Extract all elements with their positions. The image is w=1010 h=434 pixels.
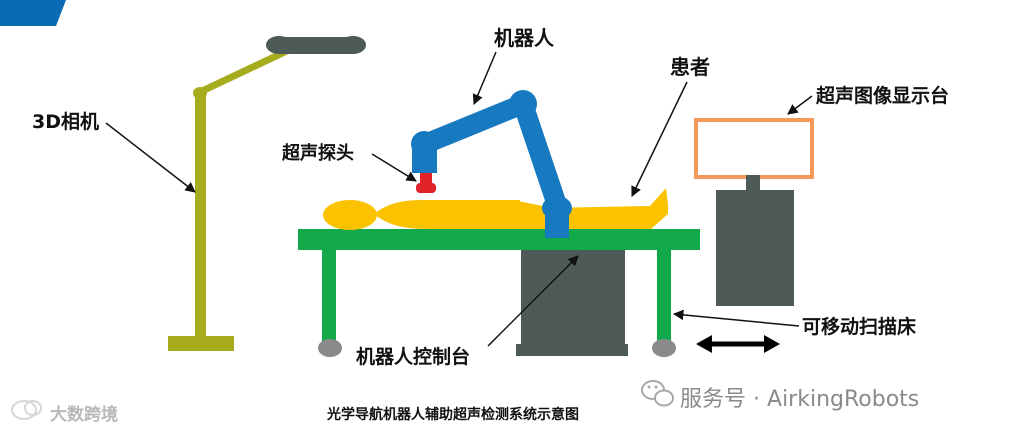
label-ultrasound-display: 超声图像显示台 [816, 85, 950, 107]
ultrasound-probe [416, 173, 436, 193]
figure-caption: 光学导航机器人辅助超声检测系统示意图 [327, 407, 579, 423]
watermark-separator: · [753, 387, 761, 412]
patient [323, 188, 668, 230]
watermark-account-name: AirkingRobots [767, 387, 920, 412]
label-robot: 机器人 [494, 26, 554, 50]
bed-top [298, 229, 700, 250]
label-robot-controller: 机器人控制台 [356, 346, 471, 368]
wechat-icon [641, 380, 674, 407]
bed-move-arrow [696, 335, 780, 353]
robot-arm [411, 90, 572, 238]
label-movable-bed: 可移动扫描床 [802, 316, 917, 338]
label-patient: 患者 [670, 55, 710, 79]
watermark-service-label: 服务号 [680, 387, 747, 412]
watermark-left: 大数跨境 [50, 405, 118, 425]
label-3d-camera: 3D相机 [32, 111, 99, 133]
scan-bed [318, 248, 676, 357]
brand-logo-icon [11, 400, 42, 420]
camera-3d [266, 36, 366, 54]
corner-accent [0, 0, 66, 26]
label-ultrasound-probe: 超声探头 [282, 143, 354, 164]
robot-console [516, 238, 628, 356]
display-console [694, 118, 814, 306]
callout-arrows [105, 51, 813, 347]
watermark-right: 服务号 · AirkingRobots [680, 381, 919, 413]
camera-stand [168, 45, 293, 351]
